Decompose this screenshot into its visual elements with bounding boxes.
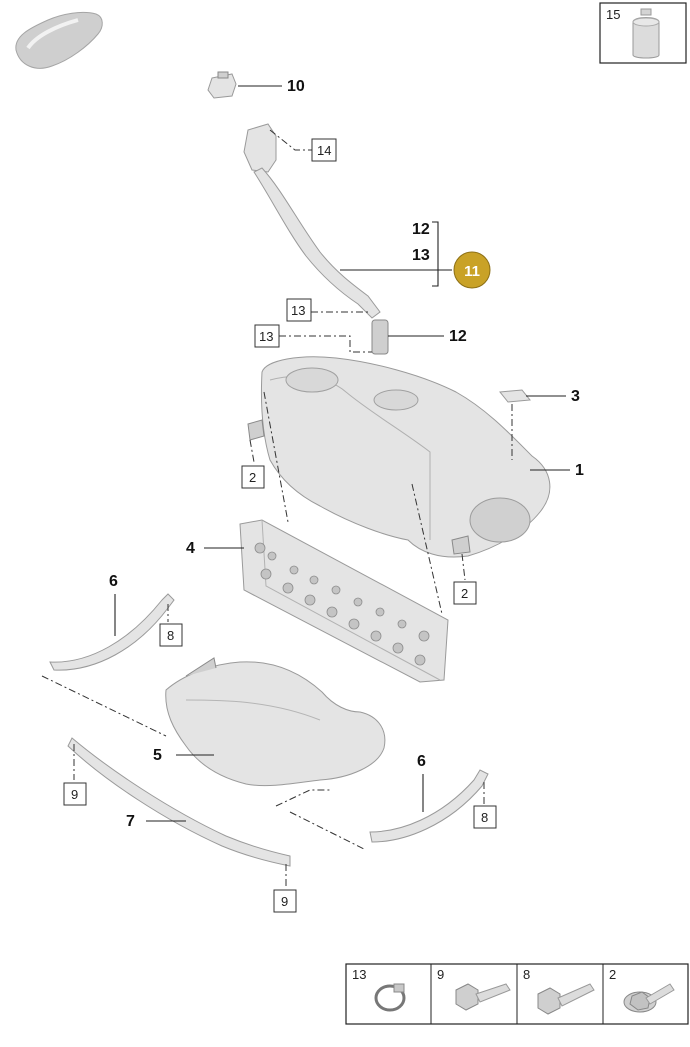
ref-box-8-upper[interactable]: 8 <box>167 628 174 643</box>
fastener-inset-table: 13 9 8 2 <box>345 963 689 1025</box>
callout-6-upper[interactable]: 6 <box>109 573 118 590</box>
pad-part[interactable] <box>499 389 531 403</box>
callout-13-group[interactable]: 13 <box>412 247 430 264</box>
inset-cell-label: 13 <box>352 967 366 982</box>
inset-cell-label: 9 <box>437 967 444 982</box>
tension-strap-right-part[interactable] <box>369 769 489 843</box>
ref-box-2-right[interactable]: 2 <box>461 586 468 601</box>
ref-box-8-right[interactable]: 8 <box>481 810 488 825</box>
breather-valve-part[interactable] <box>207 71 237 99</box>
inset-cell-bolt-8[interactable]: 8 <box>523 967 595 1015</box>
callout-5[interactable]: 5 <box>153 747 162 764</box>
bottle-icon <box>632 8 660 59</box>
callout-4[interactable]: 4 <box>186 540 195 557</box>
callout-3[interactable]: 3 <box>571 388 580 405</box>
ref-box-14[interactable]: 14 <box>317 143 331 158</box>
callout-7[interactable]: 7 <box>126 813 135 830</box>
callout-11[interactable]: 11 <box>453 251 491 289</box>
hose-clamp-icon <box>374 983 406 1012</box>
ref-box-13-upper[interactable]: 13 <box>291 303 305 318</box>
car-silhouette-icon <box>15 11 103 69</box>
ref-box-2-left[interactable]: 2 <box>249 470 256 485</box>
flange-bolt-icon <box>537 983 595 1015</box>
callout-10[interactable]: 10 <box>287 78 305 95</box>
heat-shield-plate-part[interactable] <box>239 519 449 683</box>
inset-cell-label: 2 <box>609 967 616 982</box>
inset-cell-hose-clamp[interactable]: 13 <box>352 967 406 1012</box>
filler-neck-part[interactable] <box>243 123 389 355</box>
ref-box-9-right[interactable]: 9 <box>281 894 288 909</box>
flange-bolt-icon <box>623 983 675 1013</box>
flange-bolt-icon <box>455 983 511 1011</box>
callout-12[interactable]: 12 <box>449 328 467 345</box>
callout-11-label: 11 <box>464 263 480 280</box>
inset-cell-label: 8 <box>523 967 530 982</box>
callout-1[interactable]: 1 <box>575 462 584 479</box>
inset-part-15[interactable]: 15 <box>599 2 687 64</box>
fuel-tank-part[interactable] <box>247 356 551 558</box>
inset-part-15-label: 15 <box>606 7 620 22</box>
inset-cell-bolt-2[interactable]: 2 <box>609 967 675 1013</box>
tension-strap-upper-part[interactable] <box>49 593 175 671</box>
callout-6-right[interactable]: 6 <box>417 753 426 770</box>
inset-cell-bolt-9[interactable]: 9 <box>437 967 511 1011</box>
callout-12-group[interactable]: 12 <box>412 221 430 238</box>
ref-box-9-left[interactable]: 9 <box>71 787 78 802</box>
tension-strap-lower-part[interactable] <box>67 737 291 867</box>
lower-heat-shield-part[interactable] <box>165 657 386 787</box>
ref-box-13-lower[interactable]: 13 <box>259 329 273 344</box>
